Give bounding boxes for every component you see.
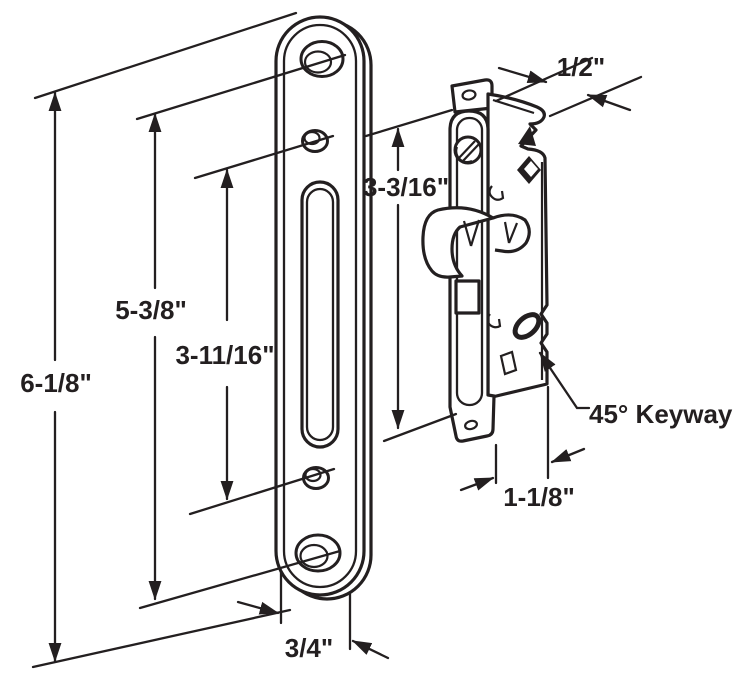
- dim-lock-depth-right-arrow: [586, 93, 632, 112]
- top-mounting-tab: [450, 78, 494, 114]
- dimension-lines: [48, 66, 632, 663]
- keyway-leader: [538, 351, 591, 410]
- label-faceplate-length: 3-3/16": [363, 172, 449, 202]
- latch-opening: [454, 279, 481, 315]
- diamond-hole-inner: [524, 161, 538, 177]
- ext-faceplate-bottom: [382, 412, 458, 443]
- latch-slot-inner: [305, 187, 335, 442]
- latch-lever: [421, 206, 495, 279]
- bottom-screw-hole: [294, 533, 342, 573]
- hook-flange-tip: [518, 126, 536, 146]
- top-screw-hole: [299, 40, 345, 78]
- ext-plate-bottom: [31, 608, 292, 669]
- upper-small-hole-countersink: [303, 130, 321, 146]
- label-plate-height: 6-1/8": [20, 368, 92, 398]
- label-plate-width: 3/4": [285, 633, 333, 663]
- dim-plate-width-left-arrow: [236, 600, 280, 615]
- dim-plate-width-right-arrow: [351, 639, 390, 660]
- slanted-hole: [499, 350, 518, 376]
- dimension-labels: 6-1/8" 5-3/8" 3-11/16" 3-3/16" 1/2" 45° …: [20, 52, 733, 663]
- dim-lock-width-left-arrow: [459, 476, 495, 492]
- ext-bottom-screw-hole: [138, 549, 342, 610]
- bottom-tab-hole: [464, 419, 478, 431]
- strike-plate: [274, 15, 373, 601]
- mortise-lock: [421, 78, 549, 443]
- ext-faceplate-top: [364, 108, 454, 138]
- top-tab-hole: [461, 89, 477, 101]
- top-screw-hole-countersink: [303, 50, 333, 74]
- label-lock-depth: 1/2": [557, 52, 605, 82]
- ext-lower-small-hole: [188, 467, 336, 516]
- label-keyway: 45° Keyway: [589, 399, 733, 429]
- latch-slot: [300, 180, 340, 449]
- faceplate-screw-rim: [455, 146, 473, 164]
- extension-lines: [31, 11, 643, 669]
- label-small-hole-spacing: 3-11/16": [175, 340, 274, 370]
- latch-lever-hatch: [462, 219, 481, 247]
- strike-plate-inner-contour: [282, 23, 358, 589]
- faceplate-inner-contour: [455, 116, 484, 407]
- label-screw-hole-spacing: 5-3/8": [115, 295, 187, 325]
- ext-upper-small-hole: [193, 134, 335, 180]
- latch-lever-rear-hatch: [503, 221, 519, 244]
- dim-lock-width-right-arrow: [550, 447, 586, 464]
- faceplate-screw-slot: [457, 140, 480, 163]
- keyway-hole: [512, 312, 542, 340]
- ext-plate-top: [33, 11, 298, 100]
- dim-lock-depth-left-arrow: [497, 66, 548, 84]
- spring-clip-upper: [488, 185, 505, 201]
- case-top-inner-edge: [492, 98, 535, 115]
- latch-lever-rear: [492, 213, 531, 254]
- lower-small-hole-countersink: [304, 467, 322, 483]
- bottom-screw-hole-countersink: [299, 543, 329, 569]
- label-lock-width: 1-1/8": [503, 482, 575, 512]
- ext-top-screw-hole: [135, 53, 347, 121]
